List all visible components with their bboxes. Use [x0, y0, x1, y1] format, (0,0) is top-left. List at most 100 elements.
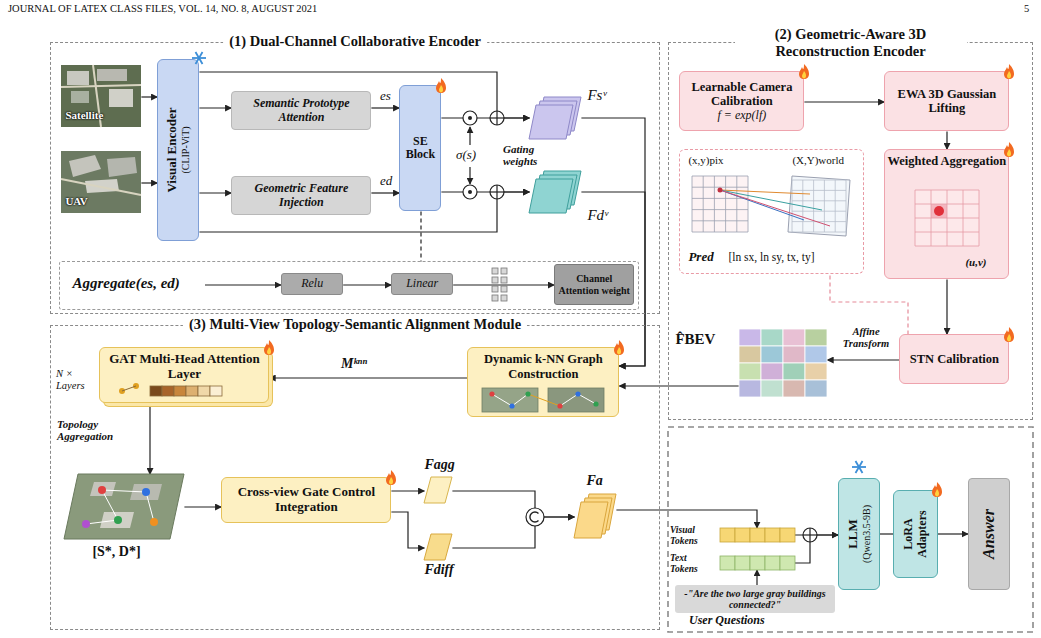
node-illustration	[739, 329, 827, 397]
attention-cell	[174, 386, 186, 396]
satellite-image: Satellite	[61, 65, 141, 127]
bev-cell	[805, 363, 827, 380]
annotation: N × Layers	[56, 368, 96, 391]
aggregate-panel: Aggregate(es, ed)ReluLinearChannel Atten…	[59, 261, 639, 310]
graph-edge	[86, 520, 118, 524]
projection-ray	[720, 190, 830, 226]
connector	[581, 118, 645, 366]
graph-edge	[578, 394, 596, 404]
rotated-text-frame: LoRA Adapters	[902, 495, 930, 573]
grid-line	[792, 201, 846, 202]
flame-inner	[1007, 334, 1011, 342]
sample-point	[934, 206, 944, 216]
bev-cell	[783, 363, 805, 380]
feature-sheet	[424, 477, 452, 503]
connector	[756, 570, 757, 585]
node-text: Geometric Feature Injection	[232, 182, 370, 210]
bev-cell	[761, 380, 783, 397]
flame-inner	[802, 71, 806, 79]
trainable-icon	[932, 482, 942, 497]
grid-line	[725, 176, 726, 232]
add-stroke	[496, 111, 497, 125]
connector-label: ed	[379, 174, 393, 188]
snowflake-arm	[856, 461, 863, 473]
trainable-icon	[264, 340, 274, 355]
node-heading: Satellite	[65, 109, 103, 122]
connector	[420, 211, 421, 261]
flame-inner	[267, 347, 271, 355]
feature-sheet: Fagg	[424, 477, 452, 503]
gating-arrow	[469, 167, 470, 184]
uav-image: UAV	[61, 151, 141, 213]
feature-map: Fdᵛ	[529, 171, 581, 213]
hadamard-symbol	[463, 111, 477, 125]
trainable-icon	[1004, 327, 1014, 342]
grid-line	[692, 176, 693, 232]
token-cell	[735, 528, 750, 542]
node-text: EWA 3D Gaussian Lifting	[885, 87, 1008, 116]
bev-cell	[761, 363, 783, 380]
feature-sheet	[529, 179, 573, 213]
module-panel	[668, 427, 1033, 632]
node-illustration	[574, 494, 616, 538]
attention-cell	[210, 386, 222, 396]
node-heading: [ln sx, ln sy, tx, ty]	[728, 251, 814, 264]
node-heading: Pred	[688, 250, 713, 265]
building	[107, 157, 137, 177]
connector-label: Mᵏⁿⁿ	[340, 356, 368, 371]
graph-node	[114, 516, 122, 524]
channel-cell	[501, 295, 507, 301]
hadamard-dot	[468, 116, 472, 120]
connector	[141, 96, 157, 97]
flame-inner	[1007, 149, 1011, 157]
lora-box: LoRA Adapters	[893, 490, 938, 578]
snowflake-arm	[192, 57, 206, 59]
token-cell	[765, 556, 780, 570]
attention-cell	[198, 386, 210, 396]
bev-cell	[805, 380, 827, 397]
token-cell	[720, 528, 735, 542]
rotated-text-frame: LLM(Qwen3.5-9B)	[846, 483, 872, 585]
add-symbol	[490, 185, 504, 199]
node-text: (Qwen3.5-9B)	[861, 505, 873, 563]
annotation: σ(s)	[456, 148, 476, 162]
trainable-icon	[386, 470, 396, 485]
feature-map: Fsᵛ	[529, 97, 581, 139]
channel-cell	[501, 268, 507, 274]
node-heading: UAV	[65, 195, 87, 208]
grid-line	[703, 176, 704, 232]
building	[71, 91, 89, 103]
node-illustration	[64, 474, 184, 539]
graph-edge	[122, 386, 136, 391]
graph-edge	[528, 394, 560, 406]
connector	[391, 512, 424, 548]
module-panel: (2) Geometric-Aware 3D Reconstruction En…	[668, 42, 1033, 420]
hadamard-dot	[468, 190, 472, 194]
building	[97, 69, 127, 81]
node-heading: (3) Multi-View Topology-Semantic Alignme…	[183, 316, 527, 333]
rotated-text-frame: Visual Encoder(CLIP-ViT)	[165, 64, 191, 236]
flame-outer	[1004, 142, 1014, 157]
flow-arrow	[205, 284, 281, 285]
node-heading: F̂BEV	[675, 331, 715, 348]
grid-line	[835, 180, 836, 232]
connector	[269, 377, 467, 378]
token-bar: Text Tokens	[720, 556, 795, 570]
node-illustration	[424, 477, 452, 503]
trainable-icon	[614, 340, 624, 355]
node-text: LLM	[846, 519, 861, 549]
grid-line	[692, 198, 748, 199]
connector	[391, 490, 424, 491]
grid-line	[979, 190, 980, 246]
snowflake-arm	[856, 461, 863, 473]
flame-outer	[932, 482, 942, 497]
connector	[149, 403, 150, 474]
grid-line	[963, 190, 964, 246]
world-grid	[788, 176, 850, 236]
connector	[371, 107, 399, 108]
bev-cell	[783, 346, 805, 363]
channel-cell	[492, 286, 498, 292]
node-text: Channel Attention weight	[555, 273, 633, 296]
connector	[141, 182, 157, 183]
connector	[184, 506, 221, 507]
